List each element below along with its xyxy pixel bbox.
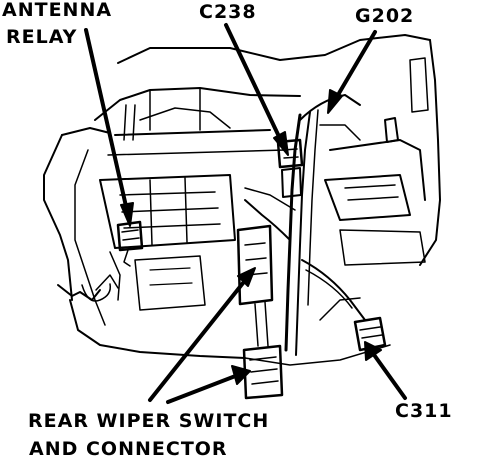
arrow-c311 [370,350,407,400]
rear-wiper-switch-label: REAR WIPER SWITCH [28,410,270,432]
arrow-antenna-relay-head [120,202,134,227]
wiring-harness [244,94,366,356]
antenna-relay-label-line2: RELAY [6,26,78,48]
g202-label: G202 [355,5,415,27]
arrow-antenna-relay [84,28,130,217]
arrow-g202 [333,30,377,102]
right-structure [319,39,441,321]
c311-label: C311 [395,400,453,422]
rear-wiper-switch-component [236,224,284,400]
dash-outline [94,34,431,156]
c238-label: C238 [199,1,257,23]
callout-arrows [84,23,407,404]
arrow-c238-head [273,131,289,156]
arrow-c238 [224,23,285,147]
arrow-rear-wiper-1 [148,276,249,402]
arrow-rear-wiper-1-head [237,267,256,287]
antenna-relay-component [116,220,144,267]
antenna-relay-label: ANTENNA [2,0,113,21]
arrow-rear-wiper-2-head [231,365,251,385]
center-panel [99,174,236,311]
arrow-rear-wiper-2 [166,373,240,404]
left-structure [43,127,246,359]
arrow-g202-head [327,89,343,114]
rear-wiper-switch-label-line2: AND CONNECTOR [29,438,228,460]
c311-connector [353,316,387,352]
arrow-c311-head [364,341,382,361]
c238-connector [276,138,304,198]
